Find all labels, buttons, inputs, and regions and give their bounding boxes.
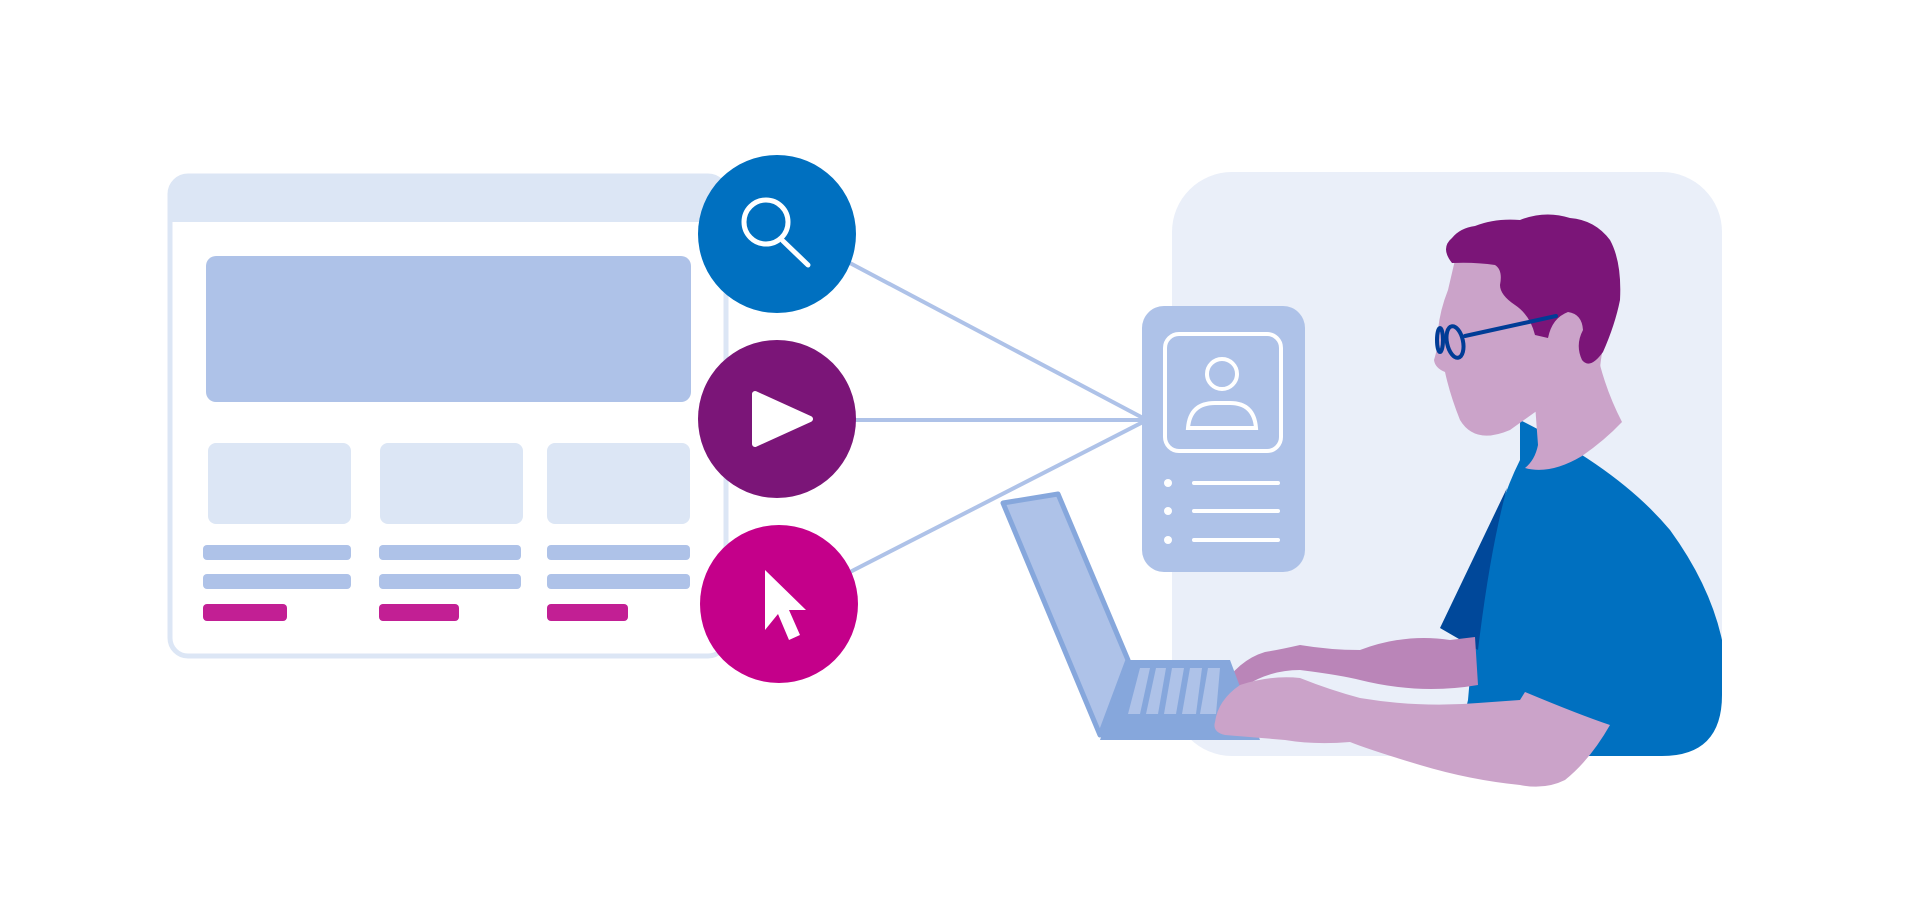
wireframe-line [203,574,351,589]
wireframe-hero-block [206,256,691,402]
search-circle [698,155,856,313]
wireframe-line [379,545,521,560]
wireframe-card-1 [208,443,351,524]
wireframe-button [547,604,628,621]
cursor-icon [765,570,806,640]
bullet-icon [1164,479,1172,487]
front-hand [1214,677,1610,787]
wireframe-line [547,574,690,589]
bullet-icon [1164,536,1172,544]
list-line [1192,538,1280,542]
arm-shadow [1440,488,1507,650]
list-line [1192,481,1280,485]
shirt [1455,420,1722,756]
laptop-screen [1000,491,1131,738]
bullet-icon [1164,507,1172,515]
profile-frame [1163,332,1283,453]
connector-line [847,260,1146,421]
play-circle [698,340,856,498]
wireframe-line [203,545,351,560]
list-line [1192,509,1280,513]
wireframe-webpage [167,173,729,659]
wireframe-card-3 [547,443,690,524]
connector-lines [847,260,1146,574]
profile-card [1142,306,1305,572]
ear [1545,310,1588,357]
back-hand [1220,637,1478,691]
wireframe-line [547,545,690,560]
search-icon [741,197,811,268]
wireframe-button [203,604,287,621]
connector-line [849,419,1146,574]
user-profile-icon [1185,357,1259,430]
hair [1446,214,1621,364]
wireframe-button [379,604,459,621]
glasses-icon [1435,314,1558,360]
cursor-circle [700,525,858,683]
wireframe-titlebar [170,176,726,222]
profile-list [1164,479,1280,544]
keyboard-keys [1128,668,1220,714]
play-icon [752,391,813,447]
wireframe-card-2 [380,443,523,524]
wireframe-line [379,574,521,589]
person [1220,214,1722,756]
laptop [1000,491,1260,740]
profile-card-body [1142,306,1305,572]
